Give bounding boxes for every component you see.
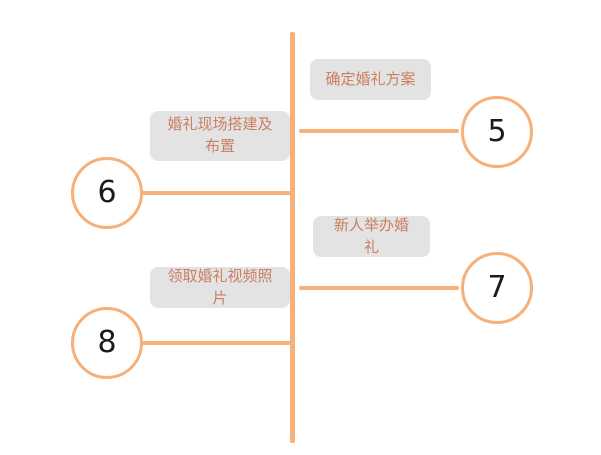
step-number-5: 5: [487, 114, 507, 149]
task-label-box-step-8[interactable]: 领取婚礼视频照片: [150, 267, 290, 308]
step-node-8[interactable]: 8: [71, 307, 143, 379]
task-label-box-step-6[interactable]: 婚礼现场搭建及 布置: [150, 111, 290, 161]
step-number-7: 7: [487, 270, 507, 305]
step-number-8: 8: [97, 325, 117, 360]
step-node-7[interactable]: 7: [461, 252, 533, 324]
step-node-5[interactable]: 5: [461, 96, 533, 168]
connector-line-step-8: [140, 341, 293, 345]
task-label-box-step-5[interactable]: 确定婚礼方案: [310, 59, 431, 100]
task-label-text-step-8: 领取婚礼视频照片: [167, 266, 273, 307]
connector-line-step-7: [299, 286, 459, 290]
task-label-text-step-7: 新人举办婚礼: [333, 215, 409, 256]
step-number-6: 6: [97, 175, 117, 210]
connector-line-step-6: [140, 191, 293, 195]
task-label-text-step-6: 婚礼现场搭建及 布置: [167, 115, 273, 155]
task-label-box-step-7[interactable]: 新人举办婚礼: [313, 216, 430, 257]
step-node-6[interactable]: 6: [71, 157, 143, 229]
task-label-text-step-5: 确定婚礼方案: [325, 69, 416, 88]
connector-line-step-5: [299, 129, 459, 133]
timeline-axis-line: [290, 32, 295, 443]
